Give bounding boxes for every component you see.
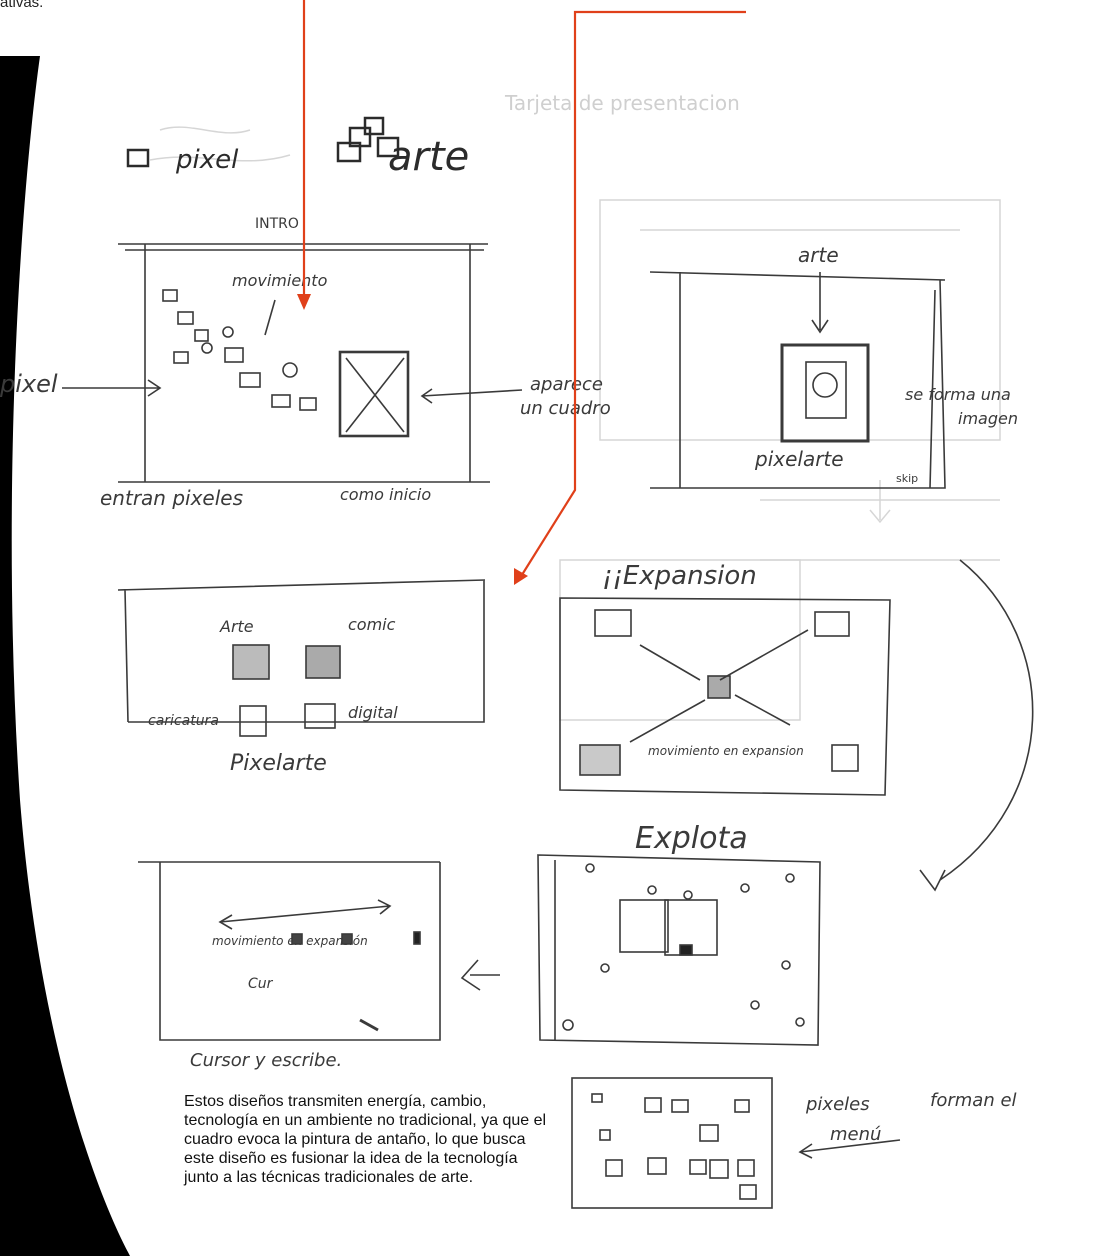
arte-p3-label: Arte [219,617,254,636]
un-cuadro-label: un cuadro [520,398,611,419]
digital-label: digital [348,703,398,722]
pixelarte-2-label: Pixelarte [230,751,327,776]
skip-label: skip [896,472,918,485]
se-forma-una-label: se forma una [905,385,1011,404]
back-arrow [462,960,500,990]
panel-intro: INTRO movimiento pixel aparece un cuadro… [0,216,611,510]
menu-label: menú [830,1124,881,1145]
orange-arrow-intro-head [297,294,311,310]
caricatura-label: caricatura [148,713,219,729]
svg-text:Tarjeta de presentacion: Tarjeta de presentacion [504,91,740,115]
expansion-label: ¡¡Expansion [602,561,757,591]
logo-pixel-text: pixel [175,145,239,175]
imagen-label: imagen [958,409,1018,428]
entran-pixeles-label: entran pixeles [100,486,243,510]
panel-imagen: arte se forma una imagen pixelarte skip [650,243,1018,488]
cursor-y-escribe-label: Cursor y escribe. [190,1050,342,1071]
como-inicio-label: como inicio [340,485,431,504]
explota-label: Explota [635,821,748,856]
pixelarte-1-label: pixelarte [754,447,844,471]
caption-text: Estos diseños transmiten energía, cambio… [184,1092,554,1187]
comic-label: comic [348,615,396,634]
logo-arte-text: arte [388,134,469,180]
intro-label: INTRO [255,216,299,232]
pixeles-label: pixeles [805,1094,870,1115]
panel-explota: Explota [538,821,820,1045]
arte-top-label: arte [798,243,839,267]
panel-estilos: Arte comic caricatura digital Pixelarte [118,580,485,776]
curved-flow-arrow [920,560,1033,890]
panel-menu: pixeles forman el menú [572,1078,1017,1208]
panel-cursor: movimiento en expansión Cur Cursor y esc… [138,862,440,1071]
movimiento-label: movimiento [232,271,328,290]
panel-expansion: ¡¡Expansion movimiento en expansion [560,561,890,795]
movimiento-expansion-label: movimiento en expansion [648,744,804,758]
pixel-left-label: pixel [0,370,58,398]
page-shadow [0,56,130,1256]
aparece-label: aparece [530,374,603,395]
cur-label: Cur [248,976,274,992]
forman-el-label: forman el [930,1090,1017,1111]
